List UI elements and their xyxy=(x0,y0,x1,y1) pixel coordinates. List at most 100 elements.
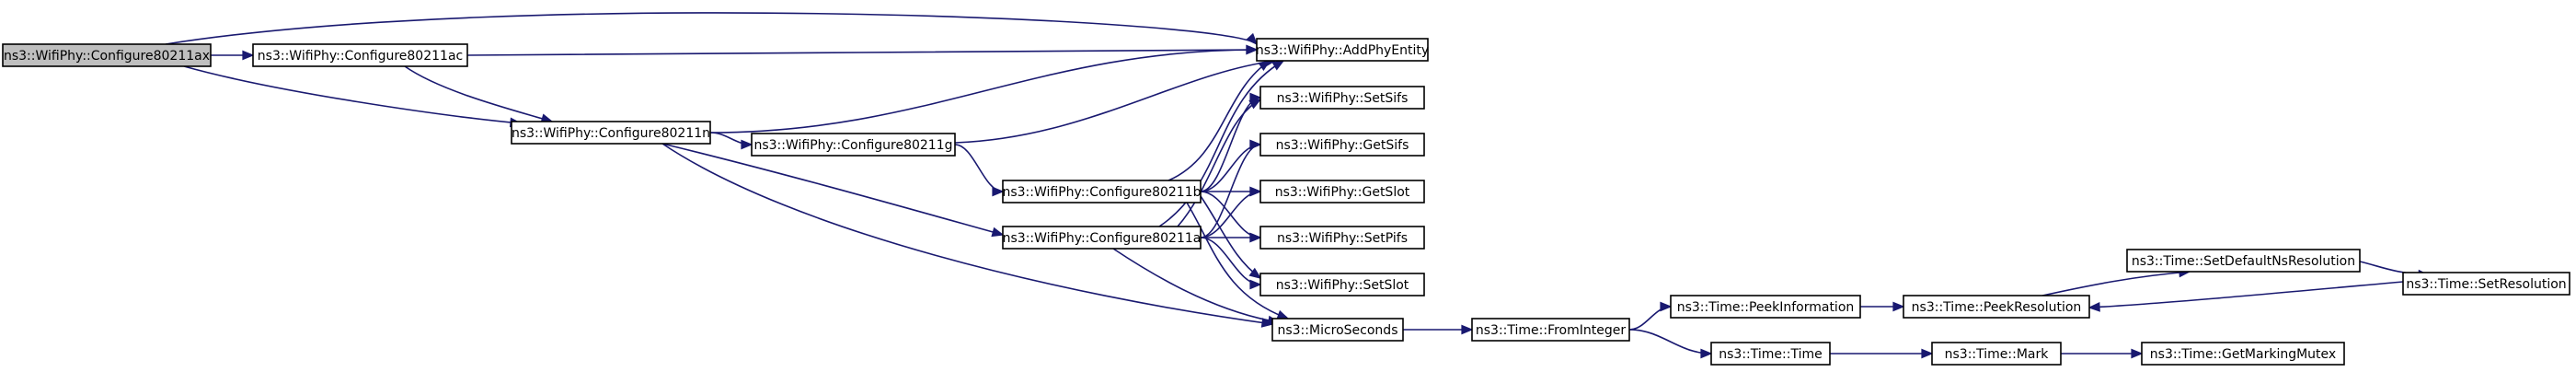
graph-node[interactable]: ns3::Time::PeekInformation xyxy=(1670,295,1861,319)
node-box[interactable] xyxy=(2,43,212,67)
node-box[interactable] xyxy=(1259,226,1425,250)
node-box[interactable] xyxy=(2402,272,2570,296)
node-label: ns3::Time::SetDefaultNsResolution xyxy=(2132,254,2355,269)
graph-node[interactable]: ns3::Time::SetDefaultNsResolution xyxy=(2126,249,2361,273)
node-label: ns3::WifiPhy::Configure80211ac xyxy=(258,49,463,64)
arrowhead-icon xyxy=(741,139,753,150)
node-box[interactable] xyxy=(1710,342,1831,366)
node-box[interactable] xyxy=(1903,295,2090,319)
arrowhead-icon xyxy=(1921,348,1934,359)
edge-n0-to-n1 xyxy=(211,50,255,61)
edge-line xyxy=(466,49,1258,56)
graph-node[interactable]: ns3::WifiPhy::Configure80211n xyxy=(511,121,711,145)
graph-node[interactable]: ns3::WifiPhy::AddPhyEntity xyxy=(1256,38,1429,62)
edge-line xyxy=(165,12,1258,45)
edge-n5-to-n2 xyxy=(1167,60,1271,181)
root-node[interactable]: ns3::WifiPhy::Configure80211ax xyxy=(2,43,212,67)
graph-node[interactable]: ns3::Time::SetResolution xyxy=(2402,272,2570,296)
graph-node[interactable]: ns3::WifiPhy::GetSlot xyxy=(1259,180,1425,203)
edge-n5-to-n7 xyxy=(1186,202,1290,320)
graph-node[interactable]: ns3::WifiPhy::Configure80211a xyxy=(1002,226,1202,250)
arrowhead-icon xyxy=(992,186,1005,197)
arrowhead-icon xyxy=(1249,139,1262,150)
arrowhead-icon xyxy=(1249,232,1262,243)
edge-line xyxy=(1112,248,1280,323)
edge-line xyxy=(1200,191,1261,238)
edge-line xyxy=(1158,60,1284,227)
arrowhead-icon xyxy=(1258,60,1271,71)
node-box[interactable] xyxy=(1471,318,1630,342)
graph-node[interactable]: ns3::Time::Time xyxy=(1710,342,1831,366)
edge-n16-to-n18 xyxy=(2041,267,2191,296)
node-box[interactable] xyxy=(1259,273,1425,296)
arrowhead-icon xyxy=(1461,324,1474,335)
edge-layer xyxy=(165,12,2431,359)
graph-node[interactable]: ns3::Time::PeekResolution xyxy=(1903,295,2090,319)
graph-node[interactable]: ns3::WifiPhy::SetSifs xyxy=(1259,86,1425,110)
edge-n1-to-n2 xyxy=(466,44,1259,56)
graph-node[interactable]: ns3::MicroSeconds xyxy=(1271,318,1404,342)
edge-line xyxy=(1628,329,1712,355)
edge-n13-to-n15 xyxy=(1628,329,1713,359)
arrowhead-icon xyxy=(1249,186,1262,197)
node-box[interactable] xyxy=(2126,249,2361,273)
graph-node[interactable]: ns3::Time::Mark xyxy=(1931,342,2062,366)
edge-n15-to-n17 xyxy=(1829,348,1934,359)
graph-node[interactable]: ns3::WifiPhy::Configure80211ac xyxy=(252,43,468,67)
node-label: ns3::WifiPhy::Configure80211a xyxy=(1003,231,1202,246)
edge-n1-to-n3 xyxy=(404,65,554,123)
node-label: ns3::WifiPhy::Configure80211n xyxy=(512,126,710,141)
node-label: ns3::WifiPhy::AddPhyEntity xyxy=(1256,43,1429,58)
graph-node[interactable]: ns3::WifiPhy::SetPifs xyxy=(1259,226,1425,250)
node-label: ns3::Time::PeekInformation xyxy=(1677,300,1855,315)
graph-node[interactable]: ns3::Time::GetMarkingMutex xyxy=(2141,342,2345,366)
node-box[interactable] xyxy=(1002,180,1202,203)
node-box[interactable] xyxy=(1259,86,1425,110)
graph-node[interactable]: ns3::WifiPhy::GetSifs xyxy=(1259,133,1425,157)
arrowhead-icon xyxy=(1660,301,1673,312)
node-box[interactable] xyxy=(2141,342,2345,366)
edge-n5-to-n12 xyxy=(1200,195,1262,279)
graph-node[interactable]: ns3::WifiPhy::Configure80211g xyxy=(751,133,956,157)
arrowhead-icon xyxy=(1700,348,1713,359)
node-label: ns3::Time::PeekResolution xyxy=(1912,300,2082,315)
arrowhead-icon xyxy=(1271,60,1285,71)
edge-n6-to-n9 xyxy=(1200,139,1262,238)
arrowhead-icon xyxy=(1246,32,1259,46)
edge-n4-to-n2 xyxy=(954,57,1277,144)
edge-line xyxy=(404,65,553,122)
edge-line xyxy=(661,143,1273,325)
graph-node[interactable]: ns3::WifiPhy::Configure80211b xyxy=(1002,180,1202,203)
graph-node[interactable]: ns3::Time::FromInteger xyxy=(1471,318,1630,342)
node-box[interactable] xyxy=(1670,295,1861,319)
edge-n7-to-n13 xyxy=(1403,324,1474,335)
node-box[interactable] xyxy=(1259,180,1425,203)
node-box[interactable] xyxy=(252,43,468,67)
node-box[interactable] xyxy=(1259,133,1425,157)
edge-line xyxy=(183,65,522,124)
edge-n19-to-n16 xyxy=(2087,281,2404,312)
edge-line xyxy=(661,143,1004,236)
node-label: ns3::WifiPhy::SetSifs xyxy=(1277,91,1409,106)
node-box[interactable] xyxy=(1256,38,1429,62)
node-label: ns3::WifiPhy::GetSlot xyxy=(1275,185,1410,200)
node-label: ns3::Time::Mark xyxy=(1945,347,2050,362)
node-box[interactable] xyxy=(751,133,956,157)
node-box[interactable] xyxy=(1271,318,1404,342)
arrowhead-icon xyxy=(2087,302,2100,312)
graph-node[interactable]: ns3::WifiPhy::SetSlot xyxy=(1259,273,1425,296)
edge-n17-to-n20 xyxy=(2060,348,2144,359)
edge-line xyxy=(954,144,1004,192)
node-box[interactable] xyxy=(511,121,711,145)
arrowhead-icon xyxy=(1892,301,1905,312)
node-label: ns3::MicroSeconds xyxy=(1277,323,1397,338)
node-box[interactable] xyxy=(1931,342,2062,366)
edge-n3-to-n2 xyxy=(709,44,1259,134)
edge-line xyxy=(1186,202,1289,320)
edge-line xyxy=(1628,306,1672,331)
node-box[interactable] xyxy=(1002,226,1202,250)
edge-n6-to-n12 xyxy=(1200,237,1262,290)
edge-line xyxy=(1177,99,1261,227)
